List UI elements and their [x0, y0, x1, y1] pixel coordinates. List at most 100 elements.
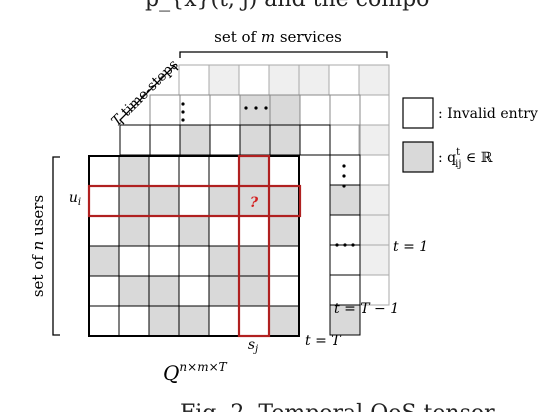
tensor-cell	[148, 245, 180, 277]
tensor-cell	[239, 94, 271, 126]
tensor-cell	[238, 215, 270, 247]
tensor-cell	[358, 124, 390, 156]
tensor-cell	[119, 124, 151, 156]
tensor-cell	[268, 245, 300, 277]
tensor-cell	[329, 94, 361, 126]
front-layer-border	[88, 155, 300, 337]
tensor-cell	[88, 185, 120, 217]
tensor-cell	[268, 155, 300, 187]
tensor-cell	[88, 155, 120, 187]
tensor-cell	[238, 275, 270, 307]
tensor-cell	[208, 215, 240, 247]
tensor-label: Qn×m×T	[163, 360, 228, 385]
user-row-label: ui	[69, 190, 81, 208]
tensor-cell	[208, 64, 240, 96]
tensor-cell	[118, 305, 150, 337]
tensor-cell	[299, 124, 331, 156]
tensor-cell	[88, 245, 120, 277]
tensor-cell	[268, 215, 300, 247]
tensor-cell	[299, 94, 331, 126]
layer-label-t-T: t = T	[305, 333, 342, 349]
tensor-cell	[238, 155, 270, 187]
tensor-cell	[88, 275, 120, 307]
tensor-cell	[118, 215, 150, 247]
time-brace	[119, 65, 179, 125]
tensor-cell	[118, 245, 150, 277]
layer-label-t-1: t = 1	[393, 239, 428, 255]
tensor-cell	[329, 244, 361, 276]
tensor-cell	[178, 64, 210, 96]
tensor-cell	[269, 124, 301, 156]
service-col-label: sj	[248, 337, 258, 355]
tensor-cell	[238, 64, 270, 96]
legend-valid-swatch	[402, 141, 434, 173]
tensor-cell	[329, 184, 361, 216]
highlight-row	[87, 184, 302, 218]
tensor-cell	[148, 155, 180, 187]
legend-invalid-swatch	[402, 97, 434, 129]
tensor-cell	[239, 124, 271, 156]
highlight-lines	[87, 154, 302, 338]
services-brace	[179, 51, 388, 58]
tensor-layer-t-T	[88, 155, 300, 337]
bottom-cut-text: Fig. 2. Temporal QoS tensor	[180, 401, 495, 412]
users-brace	[52, 156, 60, 336]
tensor-cell	[268, 275, 300, 307]
tensor-cell	[268, 305, 300, 337]
tensor-cell	[358, 274, 390, 306]
services-brace-label: set of m services	[214, 28, 342, 46]
tensor-cell	[298, 64, 330, 96]
tensor-cell	[208, 305, 240, 337]
tensor-cell	[148, 305, 180, 337]
tensor-cell	[269, 94, 301, 126]
tensor-cell	[208, 185, 240, 217]
tensor-cell	[88, 305, 120, 337]
tensor-cell	[208, 245, 240, 277]
tensor-cell	[178, 275, 210, 307]
tensor-cell	[148, 215, 180, 247]
tensor-cell	[329, 214, 361, 246]
ellipsis-dots	[181, 102, 355, 247]
tensor-cell	[268, 64, 300, 96]
tensor-cell	[178, 185, 210, 217]
tensor-cell	[178, 245, 210, 277]
tensor-layer-t-T-minus-1	[119, 94, 361, 336]
tensor-cell	[179, 124, 211, 156]
question-mark: ?	[250, 195, 259, 211]
tensor-cell	[148, 275, 180, 307]
tensor-cell	[118, 275, 150, 307]
legend-invalid-label: : Invalid entry	[438, 106, 538, 122]
tensor-cell	[178, 155, 210, 187]
layer-label-t-T-minus-1: t = T − 1	[334, 301, 399, 317]
tensor-cell	[178, 305, 210, 337]
tensor-cell	[118, 155, 150, 187]
tensor-cell	[148, 185, 180, 217]
tensor-cell	[178, 215, 210, 247]
tensor-cell	[118, 185, 150, 217]
tensor-cell	[329, 274, 361, 306]
tensor-layer-t-1	[178, 64, 390, 306]
tensor-cell	[88, 215, 120, 247]
top-cut-text: p_{x}(t, j) and the compo	[145, 0, 429, 12]
tensor-cell	[268, 185, 300, 217]
tensor-cell	[238, 245, 270, 277]
tensor-cell	[238, 305, 270, 337]
tensor-cell	[358, 214, 390, 246]
tensor-cell	[358, 64, 390, 96]
tensor-cell	[209, 94, 241, 126]
tensor-cell	[208, 155, 240, 187]
tensor-cell	[149, 94, 181, 126]
highlight-column	[237, 154, 271, 338]
tensor-cell	[209, 124, 241, 156]
tensor-cell	[328, 64, 360, 96]
tensor-cell	[358, 154, 390, 186]
tensor-cell	[358, 184, 390, 216]
users-brace-label: set of n users	[29, 195, 47, 297]
tensor-cell	[358, 244, 390, 276]
tensor-cell	[149, 124, 181, 156]
tensor-cell	[329, 304, 361, 336]
tensor-cell	[358, 94, 390, 126]
